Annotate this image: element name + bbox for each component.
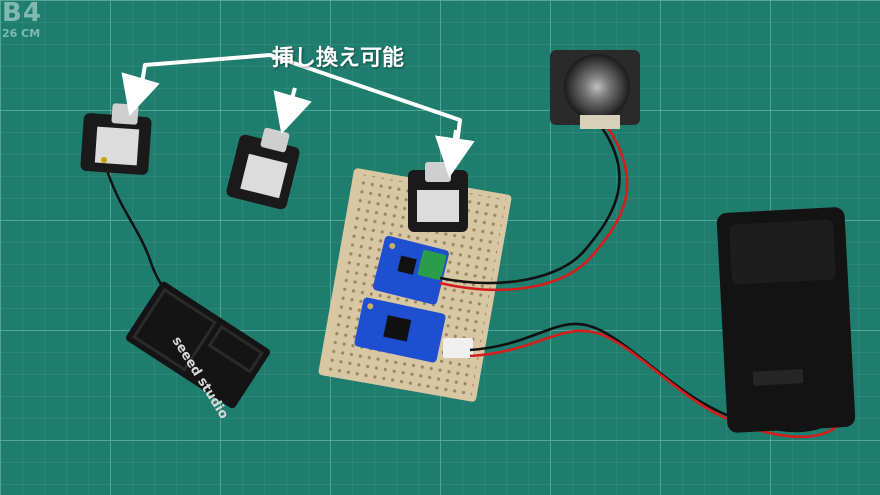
mat-label: B4 26 CM: [2, 0, 42, 39]
screw-terminal: [417, 249, 447, 281]
mat-label-size: B4: [2, 0, 42, 28]
blue-module-lower: [354, 297, 446, 363]
jst-connector: [443, 338, 473, 358]
speaker: [550, 50, 640, 129]
arrow-to-module-2: [273, 87, 312, 135]
arrow-to-module-3: [435, 129, 475, 178]
arrow-to-module-1: [121, 72, 160, 117]
mat-label-dimension: 26 CM: [2, 27, 41, 40]
antenna-board: [125, 281, 271, 409]
xiao-module-3: [408, 162, 468, 232]
speaker-wire-red: [439, 124, 629, 292]
overlay-arrows: [121, 53, 475, 178]
xiao-module-1: [80, 103, 152, 175]
battery-wire-red: [469, 329, 848, 439]
overlay-caption: 挿し換え可能: [272, 46, 405, 71]
speaker-wire-black: [439, 124, 621, 285]
battery-holder: [716, 207, 856, 433]
